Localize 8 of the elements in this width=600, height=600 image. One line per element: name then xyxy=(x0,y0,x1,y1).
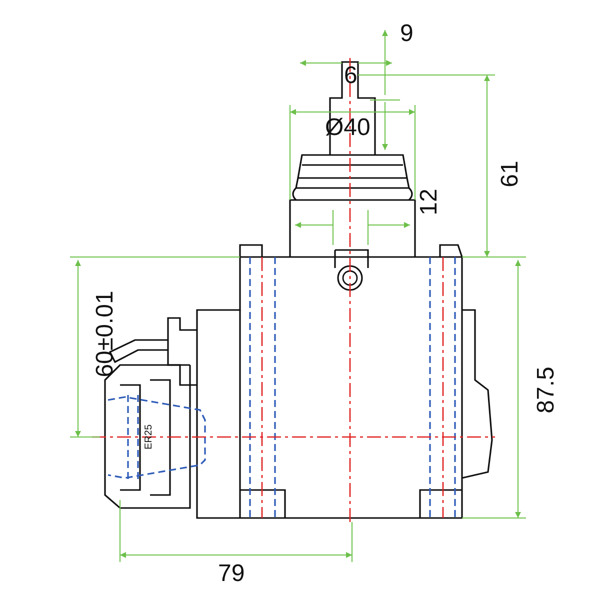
dimension-label: 6 xyxy=(344,64,358,88)
dimension-label: 87.5 xyxy=(534,366,558,414)
dimension-label: 60±0.01 xyxy=(93,290,118,378)
dimension-label: 61 xyxy=(498,160,522,188)
collet-size-label: ER25 xyxy=(144,424,154,450)
dimension-label: 79 xyxy=(218,562,245,586)
dimension-label: 9 xyxy=(400,22,414,46)
dimension-label: 12 xyxy=(417,188,442,216)
